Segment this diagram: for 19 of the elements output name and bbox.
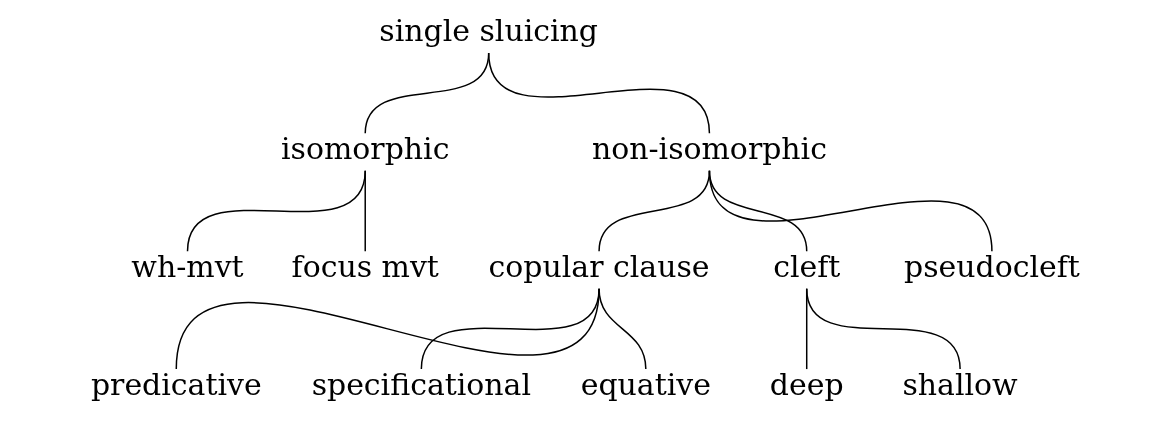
connector: [708, 170, 993, 252]
connector: [186, 170, 366, 252]
node-text: deep: [769, 366, 844, 402]
node-text: focus mvt: [291, 249, 439, 285]
node-text: non-isomorphic: [591, 131, 827, 167]
node-text: shallow: [902, 366, 1018, 402]
node-text: single sluicing: [379, 13, 599, 49]
connector: [598, 287, 647, 370]
node-text: pseudocleft: [904, 249, 1080, 285]
node-text: isomorphic: [281, 131, 450, 167]
node-text: cleft: [773, 249, 841, 285]
connector: [364, 170, 366, 252]
node-text: wh-mvt: [131, 249, 244, 285]
node-text: predicative: [90, 366, 262, 402]
node-text: copular clause: [488, 249, 710, 285]
connector: [805, 287, 961, 370]
node-text: specificational: [311, 366, 532, 402]
node-text: equative: [580, 366, 711, 402]
connector: [487, 52, 711, 135]
